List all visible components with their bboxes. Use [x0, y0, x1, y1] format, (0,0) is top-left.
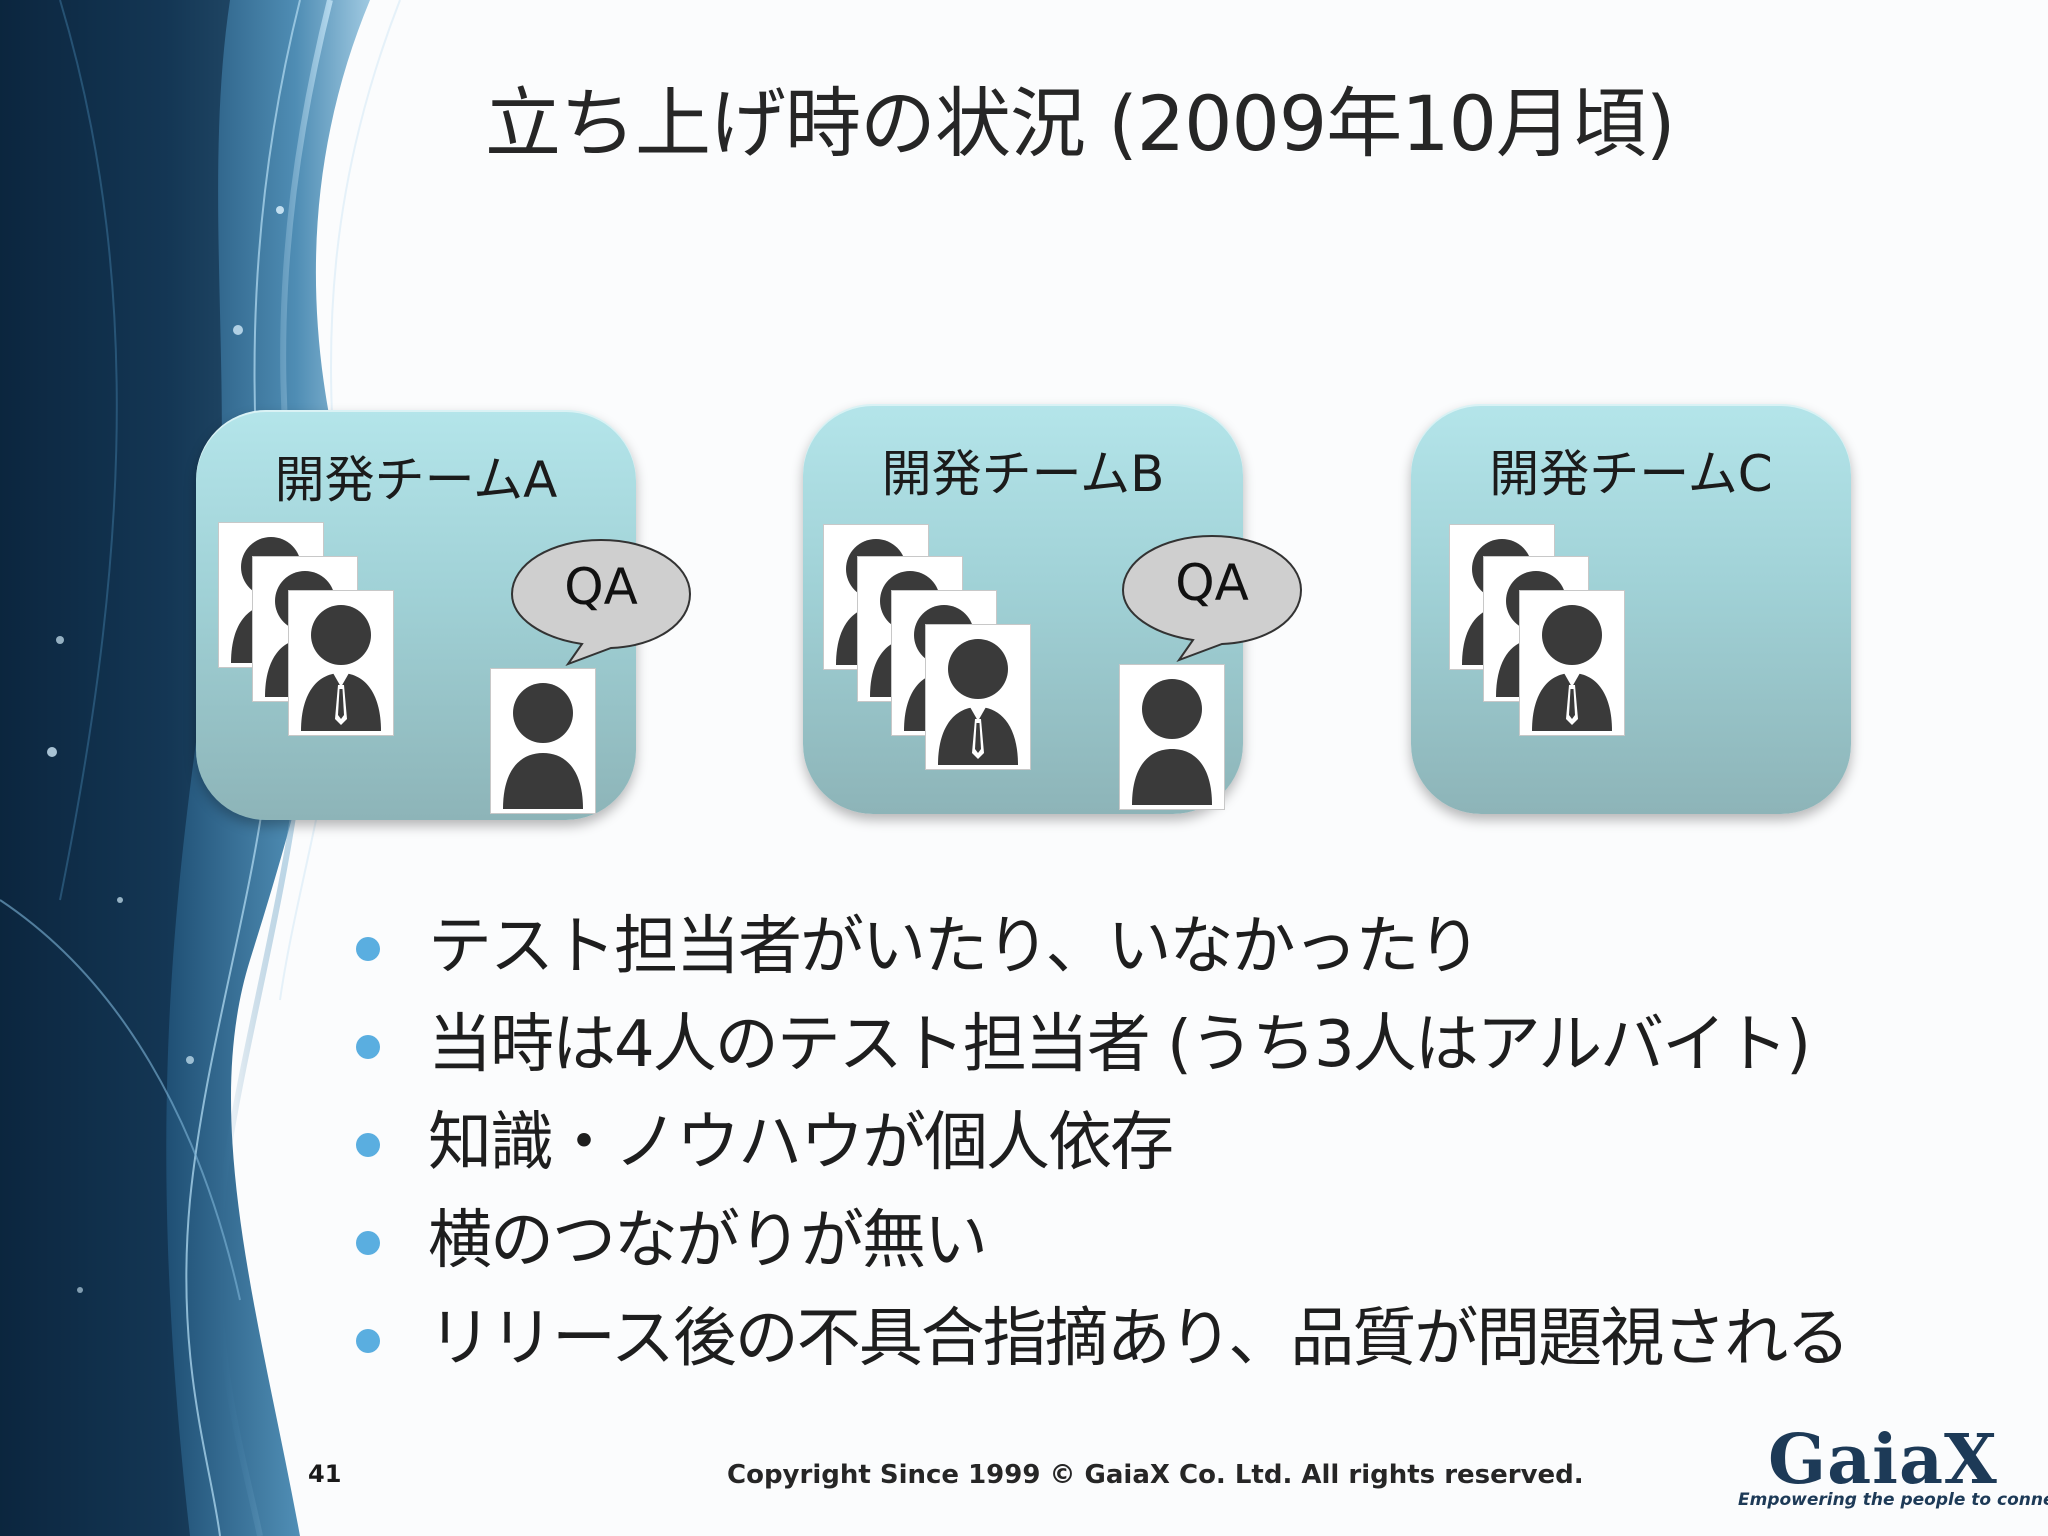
- qa-tester-icon: [490, 668, 596, 814]
- bullet-item: テスト担当者がいたり、いなかったり: [350, 898, 1848, 996]
- bullet-text: テスト担当者がいたり、いなかったり: [428, 910, 1481, 984]
- bullet-item: リリース後の不具合指摘あり、品質が問題視される: [350, 1290, 1850, 1388]
- bullet-icon: [356, 1133, 380, 1157]
- page-number: 41: [308, 1460, 342, 1488]
- bullet-list: テスト担当者がいたり、いなかったり 当時は4人のテスト担当者 (うち3人はアルバ…: [350, 898, 1850, 1388]
- speech-bubble-icon: [510, 538, 692, 667]
- bullet-text: 知識・ノウハウが個人依存: [428, 1106, 1174, 1180]
- developer-icon: [288, 590, 394, 736]
- gaiax-logo: GaiaX Empowering the people to connect: [1738, 1420, 2048, 1520]
- bullet-item: 横のつながりが無い: [350, 1192, 1848, 1290]
- bullet-icon: [356, 1035, 380, 1059]
- team-card-b: 開発チームB QA: [803, 404, 1303, 814]
- bullet-text: 当時は4人のテスト担当者 (うち3人はアルバイト): [428, 1008, 1811, 1082]
- qa-speech-bubble: QA: [1117, 532, 1307, 663]
- team-card-c: 開発チームC: [1411, 404, 1851, 814]
- qa-tester-icon: [1119, 664, 1225, 810]
- speech-bubble-icon: [1121, 534, 1303, 663]
- bullet-item: 当時は4人のテスト担当者 (うち3人はアルバイト): [350, 996, 1848, 1094]
- developer-icon: [1519, 590, 1625, 736]
- logo-name: GaiaX: [1768, 1420, 1998, 1500]
- team-label: 開発チームB: [881, 445, 1165, 503]
- qa-label: QA: [1175, 554, 1249, 612]
- logo-tagline: Empowering the people to connect: [1738, 1490, 2048, 1510]
- bullet-icon: [356, 937, 380, 961]
- team-label: 開発チームC: [1489, 445, 1773, 503]
- slide-title: 立ち上げ時の状況 (2009年10月頃): [485, 79, 1676, 168]
- team-card-a: 開発チームA QA: [196, 410, 692, 820]
- qa-speech-bubble: QA: [506, 536, 696, 667]
- team-label: 開発チームA: [274, 451, 558, 509]
- bullet-text: リリース後の不具合指摘あり、品質が問題視される: [428, 1302, 1850, 1376]
- copyright-text: Copyright Since 1999 © GaiaX Co. Ltd. Al…: [727, 1460, 1584, 1490]
- qa-label: QA: [564, 558, 638, 616]
- bullet-icon: [356, 1231, 380, 1255]
- developer-icon: [925, 624, 1031, 770]
- bullet-icon: [356, 1329, 380, 1353]
- bullet-item: 知識・ノウハウが個人依存: [350, 1094, 1848, 1192]
- bullet-text: 横のつながりが無い: [428, 1204, 988, 1278]
